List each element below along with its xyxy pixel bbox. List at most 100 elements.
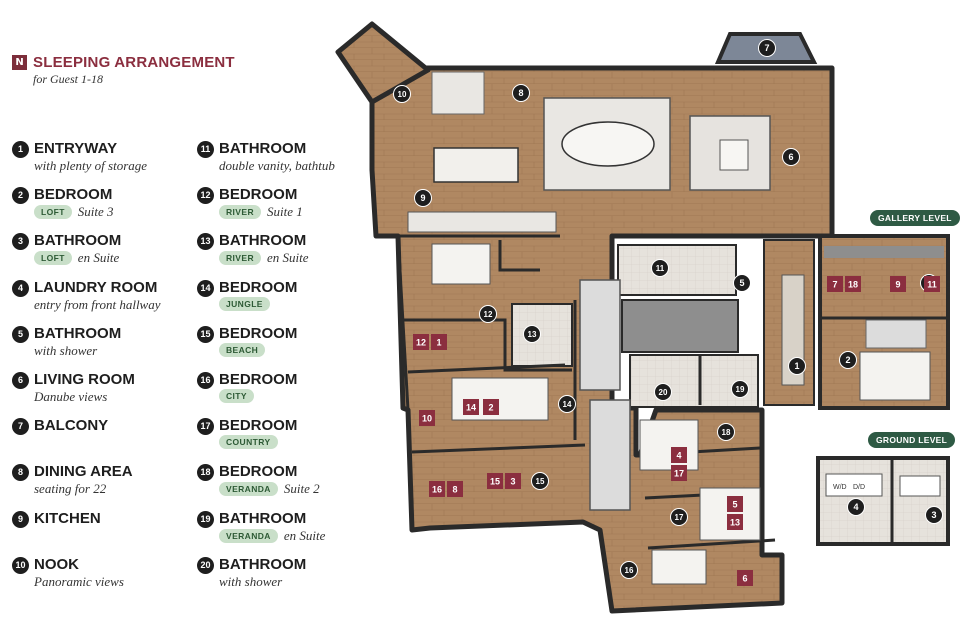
ground-level-badge: GROUND LEVEL bbox=[868, 432, 956, 448]
legend-number: 9 bbox=[12, 510, 29, 528]
legend-label: NOOK bbox=[34, 555, 79, 573]
legend-number: 2 bbox=[12, 187, 29, 205]
svg-text:18: 18 bbox=[722, 428, 731, 437]
room-marker-18: 18 bbox=[717, 423, 735, 441]
svg-text:8: 8 bbox=[452, 485, 457, 495]
legend-number: 20 bbox=[197, 556, 214, 574]
svg-text:1: 1 bbox=[436, 338, 441, 348]
legend-label: LIVING ROOM bbox=[34, 371, 135, 388]
suite-pill: JUNGLE bbox=[219, 296, 270, 311]
room-marker-3: 3 bbox=[925, 506, 943, 524]
legend-label: BEDROOM bbox=[219, 278, 298, 296]
suite-pill: LOFT bbox=[34, 205, 72, 220]
legend-description: with shower bbox=[219, 573, 283, 589]
suite-pill: VERANDA bbox=[219, 482, 278, 497]
bed-tag-12: 12 bbox=[413, 334, 429, 350]
svg-text:6: 6 bbox=[788, 152, 793, 162]
svg-text:7: 7 bbox=[764, 43, 769, 53]
floor-plan: 12345678910111213141516171819205 1211014… bbox=[330, 0, 960, 640]
legend-description: Danube views bbox=[34, 389, 108, 404]
legend-description: en Suite bbox=[77, 250, 120, 266]
legend-subtitle: for Guest 1-18 bbox=[33, 72, 103, 86]
svg-text:15: 15 bbox=[536, 477, 545, 486]
suite-pill: VERANDA bbox=[219, 528, 278, 543]
bed-tag-10: 10 bbox=[419, 410, 435, 426]
svg-text:14: 14 bbox=[563, 400, 572, 409]
legend-number: 6 bbox=[12, 372, 29, 389]
svg-text:20: 20 bbox=[659, 388, 668, 397]
svg-text:15: 15 bbox=[490, 477, 500, 487]
legend-label: BATHROOM bbox=[219, 509, 307, 527]
bed-tag-11: 11 bbox=[924, 276, 940, 292]
bed-tag-18: 18 bbox=[845, 276, 861, 292]
legend-label: BEDROOM bbox=[219, 371, 298, 388]
room-marker-4: 4 bbox=[847, 498, 865, 516]
room-marker-1: 1 bbox=[788, 357, 806, 375]
legend-label: BEDROOM bbox=[219, 324, 298, 342]
bed-tag-1: 1 bbox=[431, 334, 447, 350]
legend-label: BEDROOM bbox=[34, 186, 113, 204]
room-marker-5: 5 bbox=[733, 274, 751, 292]
bed-tag-16: 16 bbox=[429, 481, 445, 497]
legend-number: 12 bbox=[197, 187, 214, 205]
room-marker-11: 11 bbox=[651, 259, 669, 277]
legend-sub: entry from front hallway bbox=[34, 297, 161, 313]
gallery-level-plan bbox=[818, 234, 950, 410]
room-marker-20: 20 bbox=[654, 383, 672, 401]
room-marker-16: 16 bbox=[620, 561, 638, 579]
legend-label: BEDROOM bbox=[219, 186, 298, 204]
legend-number: 19 bbox=[197, 510, 214, 528]
legend-label: BATHROOM bbox=[34, 232, 122, 250]
svg-text:16: 16 bbox=[432, 485, 442, 495]
svg-text:2: 2 bbox=[845, 355, 850, 365]
svg-text:4: 4 bbox=[853, 502, 858, 512]
svg-text:9: 9 bbox=[420, 193, 425, 203]
legend-sub: with shower bbox=[34, 343, 97, 359]
bed-tag-9: 9 bbox=[890, 276, 906, 292]
svg-text:17: 17 bbox=[675, 513, 684, 522]
suite-pill: RIVER bbox=[219, 251, 261, 266]
bed-tag-13: 13 bbox=[727, 514, 743, 530]
floor-plan-svg: 12345678910111213141516171819205 1211014… bbox=[335, 21, 950, 614]
legend-description: en Suite bbox=[266, 250, 309, 266]
legend-number: 5 bbox=[12, 325, 29, 343]
legend-sub: COUNTRY bbox=[219, 435, 278, 450]
bed-tag-3: 3 bbox=[505, 473, 521, 489]
svg-text:16: 16 bbox=[625, 566, 634, 575]
room-marker-2: 2 bbox=[839, 351, 857, 369]
legend-number: 3 bbox=[12, 233, 29, 251]
svg-text:8: 8 bbox=[518, 88, 523, 98]
legend-sub: VERANDA Suite 2 bbox=[219, 481, 320, 497]
bed-tag-15: 15 bbox=[487, 473, 503, 489]
legend-sub: RIVER en Suite bbox=[219, 250, 309, 266]
svg-text:10: 10 bbox=[422, 414, 432, 424]
svg-text:9: 9 bbox=[895, 280, 900, 290]
svg-text:12: 12 bbox=[484, 310, 493, 319]
svg-text:3: 3 bbox=[510, 477, 515, 487]
north-badge: N bbox=[12, 55, 27, 70]
room-marker-12: 12 bbox=[479, 305, 497, 323]
svg-text:4: 4 bbox=[676, 451, 681, 461]
legend-number: 18 bbox=[197, 464, 214, 482]
legend-number: 15 bbox=[197, 325, 214, 343]
legend-label: BALCONY bbox=[34, 417, 109, 435]
svg-text:18: 18 bbox=[848, 280, 858, 290]
legend-sub: JUNGLE bbox=[219, 296, 270, 311]
washer-dryer-label: W/D bbox=[833, 484, 847, 491]
legend-description: Suite 2 bbox=[283, 481, 320, 497]
legend-number: 4 bbox=[12, 279, 29, 297]
bed-tag-8: 8 bbox=[447, 481, 463, 497]
legend-number: 11 bbox=[197, 141, 214, 158]
svg-text:11: 11 bbox=[927, 280, 937, 290]
svg-text:12: 12 bbox=[416, 338, 426, 348]
bed-tag-7: 7 bbox=[827, 276, 843, 292]
legend-number: 7 bbox=[12, 418, 29, 436]
svg-text:1: 1 bbox=[794, 361, 799, 371]
svg-text:3: 3 bbox=[931, 510, 936, 520]
legend-label: BATHROOM bbox=[34, 324, 122, 342]
room-marker-6: 6 bbox=[782, 148, 800, 166]
